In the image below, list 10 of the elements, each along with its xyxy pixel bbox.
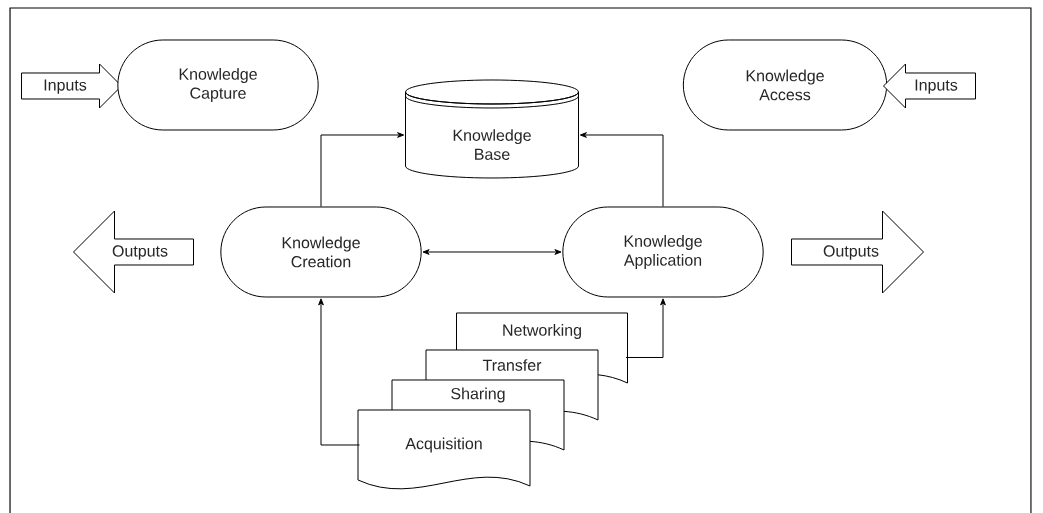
arrow <box>318 298 360 446</box>
rounded-box: Knowledge Capture <box>117 39 319 131</box>
arrow <box>625 298 666 358</box>
arrow <box>320 132 405 207</box>
rounded-box: Knowledge Creation <box>220 206 422 298</box>
rounded-box: Knowledge Access <box>682 39 888 131</box>
arrow <box>579 132 664 207</box>
arrow <box>422 249 562 255</box>
database-cylinder: Knowledge Base <box>405 79 579 179</box>
rounded-box: Knowledge Application <box>562 206 764 298</box>
